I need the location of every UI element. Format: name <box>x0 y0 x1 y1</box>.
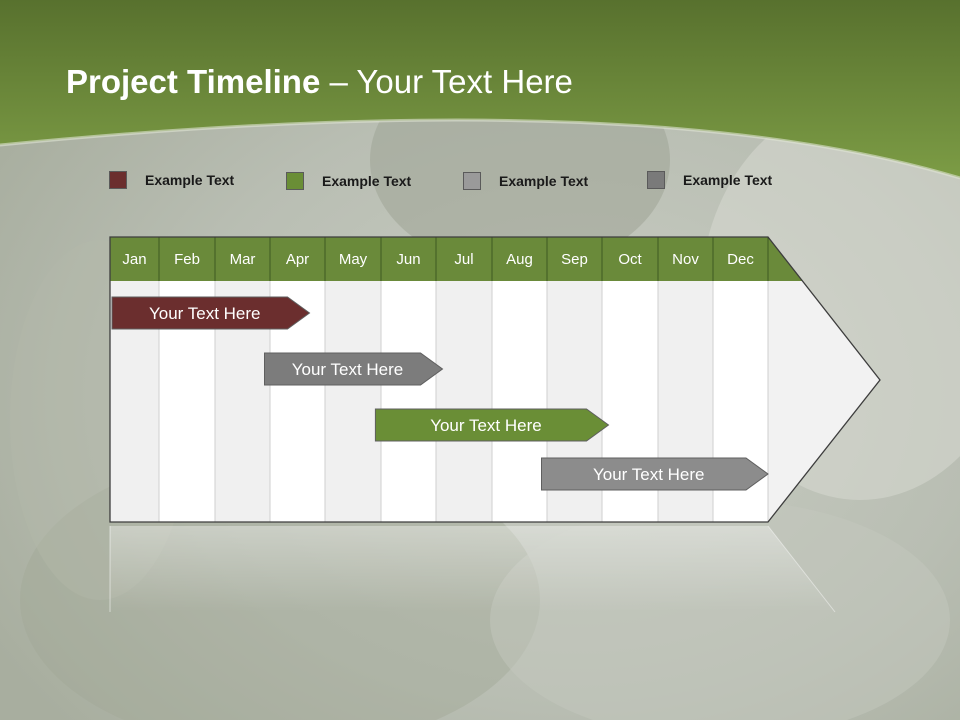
month-column <box>325 281 381 522</box>
legend-label-2: Example Text <box>322 173 412 189</box>
slide-title: Project Timeline – Your Text Here <box>66 58 573 106</box>
legend-item-2: Example Text <box>286 171 411 191</box>
timeline-reflection <box>109 525 836 613</box>
legend-label-3: Example Text <box>499 173 589 189</box>
legend-swatch-2 <box>286 172 304 190</box>
legend-item-3: Example Text <box>463 171 588 191</box>
month-column <box>436 281 492 522</box>
month-column <box>381 281 436 522</box>
month-label: Mar <box>230 251 256 268</box>
month-label: Aug <box>506 251 533 268</box>
month-label: Oct <box>618 251 642 268</box>
legend-label-4: Example Text <box>683 172 773 188</box>
task-bar-label-2: Your Text Here <box>292 360 404 379</box>
legend-swatch-1 <box>109 171 127 189</box>
month-label: May <box>339 251 368 268</box>
reflection-edge-right <box>767 525 836 613</box>
task-bar-4 <box>541 457 769 491</box>
month-label: Nov <box>672 251 699 268</box>
month-label: Sep <box>561 251 588 268</box>
title-rest-part: – Your Text Here <box>320 63 573 100</box>
task-bar-label-3: Your Text Here <box>430 416 542 435</box>
task-bar-label-1: Your Text Here <box>149 304 261 323</box>
task-bar-1 <box>111 296 311 330</box>
legend-item-4: Example Text <box>647 170 772 190</box>
legend-swatch-4 <box>647 171 665 189</box>
month-header-row <box>110 237 803 281</box>
month-label: Jul <box>454 251 473 268</box>
month-label: Jun <box>396 251 420 268</box>
legend-item-1: Example Text <box>109 170 234 190</box>
task-bar-label-4: Your Text Here <box>593 465 705 484</box>
legend-swatch-3 <box>463 172 481 190</box>
task-bar-2 <box>264 352 444 386</box>
reflection-shape <box>110 526 835 612</box>
legend-label-1: Example Text <box>145 172 235 188</box>
month-label: Jan <box>122 251 146 268</box>
month-label: Feb <box>174 251 200 268</box>
month-column <box>492 281 547 522</box>
task-bar-3 <box>374 408 610 442</box>
month-label: Dec <box>727 251 754 268</box>
month-label: Apr <box>286 251 309 268</box>
title-bold-part: Project Timeline <box>66 63 321 100</box>
timeline-body: Jan Feb Mar Apr May Jun Jul Aug Sep Oct Nov Dec <box>109 236 881 523</box>
timeline-outline <box>109 236 881 523</box>
